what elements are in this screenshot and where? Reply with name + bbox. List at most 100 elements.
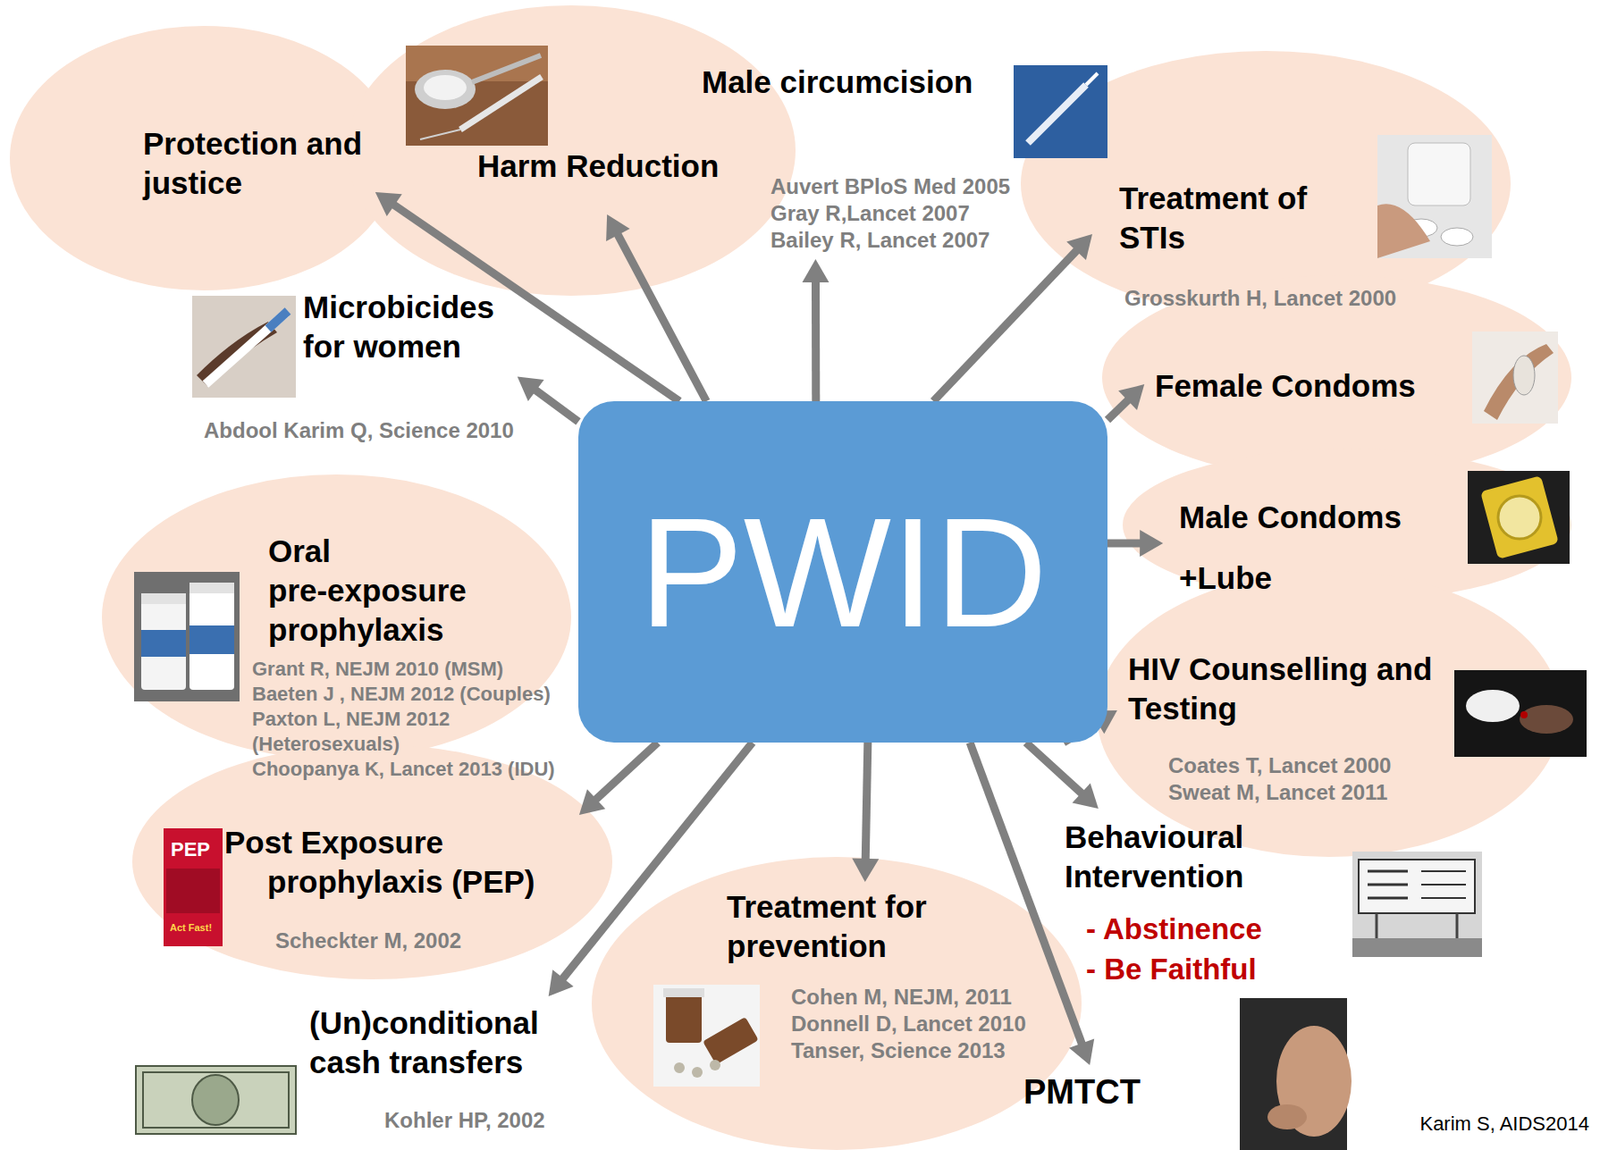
pill-bottle-photo xyxy=(1377,134,1492,259)
arrow-shaft xyxy=(865,742,868,863)
text-line: for women xyxy=(303,327,495,367)
reference-list: Scheckter M, 2002 xyxy=(275,927,462,955)
topic-label: Male circumcisionAuvert BPloS Med 2005 G… xyxy=(701,62,1014,260)
text-line: Tanser, Science 2013 xyxy=(791,1037,1027,1065)
bullet-item: - Abstinence xyxy=(1086,909,1263,950)
reference-list: Auvert BPloS Med 2005 Gray R,Lancet 2007… xyxy=(770,173,1011,254)
scalpel-photo xyxy=(1013,65,1108,159)
reference-list: Kohler HP, 2002 xyxy=(384,1107,546,1135)
arrow-head xyxy=(517,377,545,403)
medicine-bottle-photo xyxy=(653,985,760,1087)
text-line: cash transfers xyxy=(309,1043,539,1083)
microbicide-applicator xyxy=(192,295,296,398)
harm-reduction-photo xyxy=(405,45,548,146)
arrow-head xyxy=(579,789,606,816)
center-title: PWID xyxy=(639,494,1048,651)
topic-label: (Un)conditional cash transfersKohler HP,… xyxy=(309,996,549,1140)
ellipse-fill xyxy=(101,474,572,760)
text-line: prophylaxis (PEP) xyxy=(267,862,536,902)
topic-ellipse: Oral pre-exposure prophylaxisGrant R, NE… xyxy=(101,474,572,760)
hiv-test-photo xyxy=(1454,670,1587,758)
reference-list: Coates T, Lancet 2000 Sweat M, Lancet 20… xyxy=(1168,752,1391,807)
text-line: Coates T, Lancet 2000 xyxy=(1168,752,1391,780)
topic-ellipse: Harm Reduction xyxy=(346,5,796,296)
topic-heading: Behavioural Intervention xyxy=(1064,817,1244,897)
text-line: Donnell D, Lancet 2010 xyxy=(791,1010,1027,1038)
text-line: Oral xyxy=(268,531,467,572)
topic-label: Behavioural Intervention - Abstinence- Be… xyxy=(1059,808,1266,995)
ellipse-fill xyxy=(346,5,796,296)
ellipse-fill xyxy=(132,744,613,980)
arrow-head xyxy=(1072,783,1099,809)
arrow-shaft xyxy=(1026,742,1085,796)
text-line: Choopanya K, Lancet 2013 (IDU) xyxy=(252,757,556,783)
topic-ellipse: Treatment of STIsGrosskurth H, Lancet 20… xyxy=(1020,50,1511,317)
text-line: Harm Reduction xyxy=(477,146,719,186)
text-line: Abdool Karim Q, Science 2010 xyxy=(203,417,514,445)
topic-heading: Protection and justice xyxy=(143,124,363,203)
icon-text: PEP xyxy=(170,838,211,862)
topic-heading: HIV Counselling and Testing xyxy=(1128,649,1432,729)
text-line: Microbicides xyxy=(303,287,495,328)
text-line: Scheckter M, 2002 xyxy=(275,927,462,955)
label-holder: Karim S, AIDS2014 xyxy=(1419,1112,1590,1137)
dollar-bill xyxy=(135,1066,296,1135)
connector-arrow xyxy=(801,259,829,402)
topic-heading: PMTCT xyxy=(1023,1072,1141,1112)
label-holder: Act Fast! xyxy=(169,922,212,935)
ellipse-fill xyxy=(9,25,398,291)
text-line: Auvert BPloS Med 2005 xyxy=(770,173,1011,201)
text-line: (Un)conditional xyxy=(309,1003,539,1044)
connector-arrow xyxy=(851,742,879,883)
topic-heading: Treatment for prevention xyxy=(726,887,927,967)
arrow-head xyxy=(801,259,829,283)
text-line: Intervention xyxy=(1064,857,1244,897)
arrow-head xyxy=(548,969,574,997)
arrow-shaft xyxy=(933,248,1079,402)
topic-heading: Male Condoms xyxy=(1178,497,1402,538)
connector-arrow xyxy=(579,742,658,816)
source-note: Karim S, AIDS2014 xyxy=(1419,1112,1590,1137)
topic-heading: Oral pre-exposure prophylaxis xyxy=(268,531,467,650)
topic-heading: Harm Reduction xyxy=(477,146,719,186)
reference-list: Abdool Karim Q, Science 2010 xyxy=(203,417,514,445)
topic-heading: Male circumcision xyxy=(701,62,973,102)
text-line: Grosskurth H, Lancet 2000 xyxy=(1124,285,1397,312)
center-box: PWID xyxy=(578,401,1108,743)
topic-heading: Treatment of STIs xyxy=(1119,178,1307,258)
text-line: Grant R, NEJM 2010 (MSM) xyxy=(252,656,556,683)
truvada-bottles xyxy=(134,572,240,702)
arrow-head xyxy=(1069,1038,1095,1066)
text-line: Male circumcision xyxy=(701,62,973,102)
pregnant-photo xyxy=(1239,998,1352,1150)
text-line: justice xyxy=(143,163,363,203)
text-line: Behavioural xyxy=(1064,817,1244,858)
text-line: Treatment of xyxy=(1119,178,1307,219)
reference-list: Grosskurth H, Lancet 2000 xyxy=(1124,285,1397,312)
bullet-item: - Be Faithful xyxy=(1086,949,1257,990)
text-line: Kohler HP, 2002 xyxy=(384,1107,546,1135)
reference-list: Cohen M, NEJM, 2011 Donnell D, Lancet 20… xyxy=(791,984,1027,1065)
topic-ellipse: Protection and justice xyxy=(9,25,398,291)
connector-arrow xyxy=(933,234,1093,402)
arrow-shaft xyxy=(811,278,820,402)
arrow-shaft xyxy=(593,742,658,802)
arrow-shaft xyxy=(1107,538,1144,548)
topic-heading: Post Exposure prophylaxis (PEP) xyxy=(224,823,536,902)
pep-leaflet xyxy=(163,828,223,947)
male-condom-photo xyxy=(1467,471,1570,565)
text-line: Bailey R, Lancet 2007 xyxy=(770,227,1011,254)
ellipse-fill xyxy=(1020,50,1511,317)
text-line: pre-exposure xyxy=(268,571,467,611)
label-holder: PEP xyxy=(170,838,211,862)
connector-arrow xyxy=(1026,742,1099,809)
text-line: Baeten J , NEJM 2012 (Couples) xyxy=(252,682,556,708)
topic-label: PMTCT xyxy=(1023,1065,1145,1118)
text-line: Female Condoms xyxy=(1154,366,1416,406)
text-line: Paxton L, NEJM 2012 xyxy=(252,707,556,733)
topic-heading: Female Condoms xyxy=(1154,366,1416,406)
ellipse-fill xyxy=(591,857,1082,1150)
text-line: (Heterosexuals) xyxy=(252,732,556,758)
text-line: Sweat M, Lancet 2011 xyxy=(1168,779,1391,807)
reference-list: Grant R, NEJM 2010 (MSM) Baeten J , NEJM… xyxy=(252,656,556,783)
